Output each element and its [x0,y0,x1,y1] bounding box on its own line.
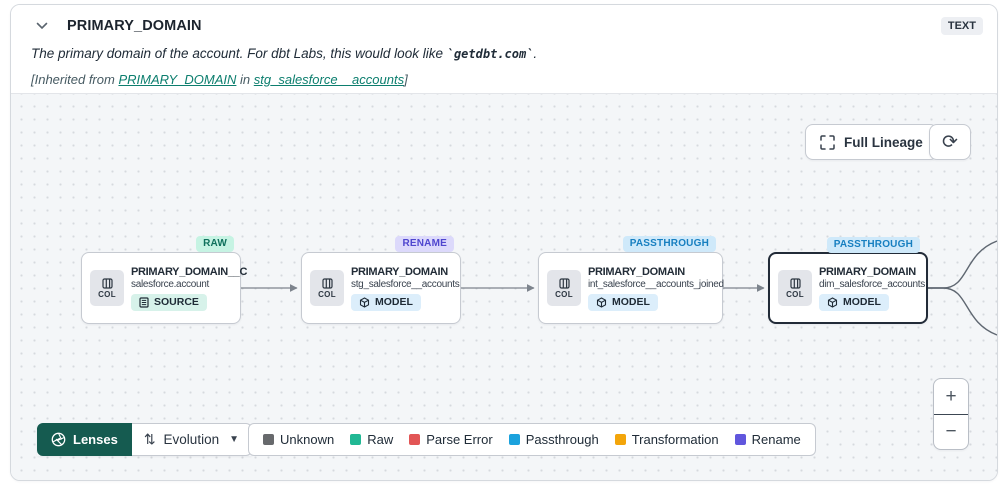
kind-label: SOURCE [154,296,199,308]
type-badge: TEXT [940,17,983,35]
zoom-in-button[interactable]: + [934,379,968,415]
edge-out-up [928,240,997,289]
lens-aperture-icon [51,432,66,447]
lineage-node-source[interactable]: RAW COL PRIMARY_DOMAIN__C salesforce.acc… [81,236,247,324]
column-description: The primary domain of the account. For d… [31,46,537,61]
column-icon [321,277,333,289]
legend-label: Passthrough [525,432,599,447]
lens-selected-value: Evolution [163,432,220,447]
kind-label: MODEL [612,296,650,308]
edge-out-down [928,287,997,336]
lenses-button[interactable]: Lenses [37,423,132,456]
model-icon [827,296,838,308]
full-lineage-button[interactable]: Full Lineage [805,124,938,160]
node-title: PRIMARY_DOMAIN [819,265,916,278]
node-title: PRIMARY_DOMAIN [588,265,685,278]
inherited-middle: in [236,72,254,87]
lineage-node-stg[interactable]: RENAME COL PRIMARY_DOMAIN stg_salesforce… [301,236,461,324]
model-icon [359,296,370,308]
kind-label: MODEL [375,296,413,308]
legend-label: Rename [751,432,801,447]
col-label: COL [98,289,116,299]
inherited-model-link[interactable]: stg_salesforce__accounts [253,72,405,87]
node-subtitle: int_salesforce__accounts_joined [588,278,724,290]
column-type-box: COL [310,270,344,306]
legend-label: Raw [367,432,394,447]
refresh-button[interactable]: ⟳ [929,124,971,160]
legend-item-rename: Rename [734,432,801,447]
lens-dropdown[interactable]: ⇅ Evolution ▼ [131,423,252,456]
resource-kind-badge: SOURCE [131,293,207,311]
status-badge: PASSTHROUGH [826,237,920,253]
lineage-canvas[interactable]: Full Lineage ⟳ RAW COL PRIMARY_DOMAIN__C… [11,93,997,480]
status-badge: RAW [196,236,234,252]
node-subtitle: salesforce.account [131,278,209,290]
legend-swatch [734,434,746,445]
column-type-box: COL [778,270,812,306]
zoom-controls: + − [933,378,969,450]
chevron-down-icon: ▼ [229,434,239,445]
column-type-box: COL [90,270,124,306]
lineage-node-int[interactable]: PASSTHROUGH COL PRIMARY_DOMAIN int_sales… [538,236,724,324]
inherited-prefix: [Inherited from [31,72,119,87]
model-icon [596,296,607,308]
evolution-icon: ⇅ [143,431,156,447]
resource-kind-badge: MODEL [351,293,421,311]
description-code: `getdbt.com` [446,47,534,61]
column-lineage-panel: PRIMARY_DOMAIN TEXT The primary domain o… [10,4,998,481]
legend-item-raw: Raw [350,432,393,447]
description-period: . [533,46,538,61]
legend-swatch [263,434,274,445]
legend-swatch [409,434,421,445]
col-label: COL [555,289,573,299]
column-icon [101,277,113,289]
collapse-chevron-icon[interactable] [31,15,53,37]
inherited-note: [Inherited from PRIMARY_DOMAIN in stg_sa… [31,72,408,87]
node-title: PRIMARY_DOMAIN [351,265,448,278]
node-subtitle: stg_salesforce__accounts [351,278,460,290]
legend-label: Transformation [631,432,719,447]
refresh-icon: ⟳ [942,131,958,153]
inherited-suffix: ] [404,72,408,87]
col-label: COL [318,289,336,299]
resource-kind-badge: MODEL [588,293,658,311]
resource-kind-badge: MODEL [819,293,889,311]
legend-item-transformation: Transformation [614,432,719,447]
node-subtitle: dim_salesforce_accounts [819,278,925,290]
column-icon [558,277,570,289]
full-lineage-label: Full Lineage [844,134,923,150]
zoom-out-button[interactable]: − [934,415,968,450]
node-title: PRIMARY_DOMAIN__C [131,265,248,278]
status-badge: RENAME [395,236,454,252]
description-text: The primary domain of the account. For d… [31,46,447,61]
legend-item-unknown: Unknown [263,432,334,447]
source-icon [139,296,149,308]
inherited-column-link[interactable]: PRIMARY_DOMAIN [118,72,237,87]
lenses-control: Lenses ⇅ Evolution ▼ [37,423,252,456]
legend-swatch [508,434,520,445]
kind-label: MODEL [843,296,881,308]
legend-label: Unknown [280,432,335,447]
lineage-node-dim[interactable]: PASSTHROUGH COL PRIMARY_DOMAIN dim_sales… [768,237,928,324]
expand-icon [820,134,835,150]
column-type-box: COL [547,270,581,306]
legend-swatch [614,434,626,445]
lenses-label: Lenses [73,432,118,447]
col-label: COL [786,289,804,299]
legend-label: Parse Error [426,432,493,447]
column-title: PRIMARY_DOMAIN [67,18,202,34]
legend-item-parse-error: Parse Error [409,432,493,447]
column-icon [789,277,801,289]
panel-header: PRIMARY_DOMAIN TEXT The primary domain o… [11,5,997,93]
legend-swatch [350,434,362,445]
status-badge: PASSTHROUGH [622,236,716,252]
legend-item-passthrough: Passthrough [508,432,599,447]
legend: Unknown Raw Parse Error Passthrough Tran… [248,423,816,456]
